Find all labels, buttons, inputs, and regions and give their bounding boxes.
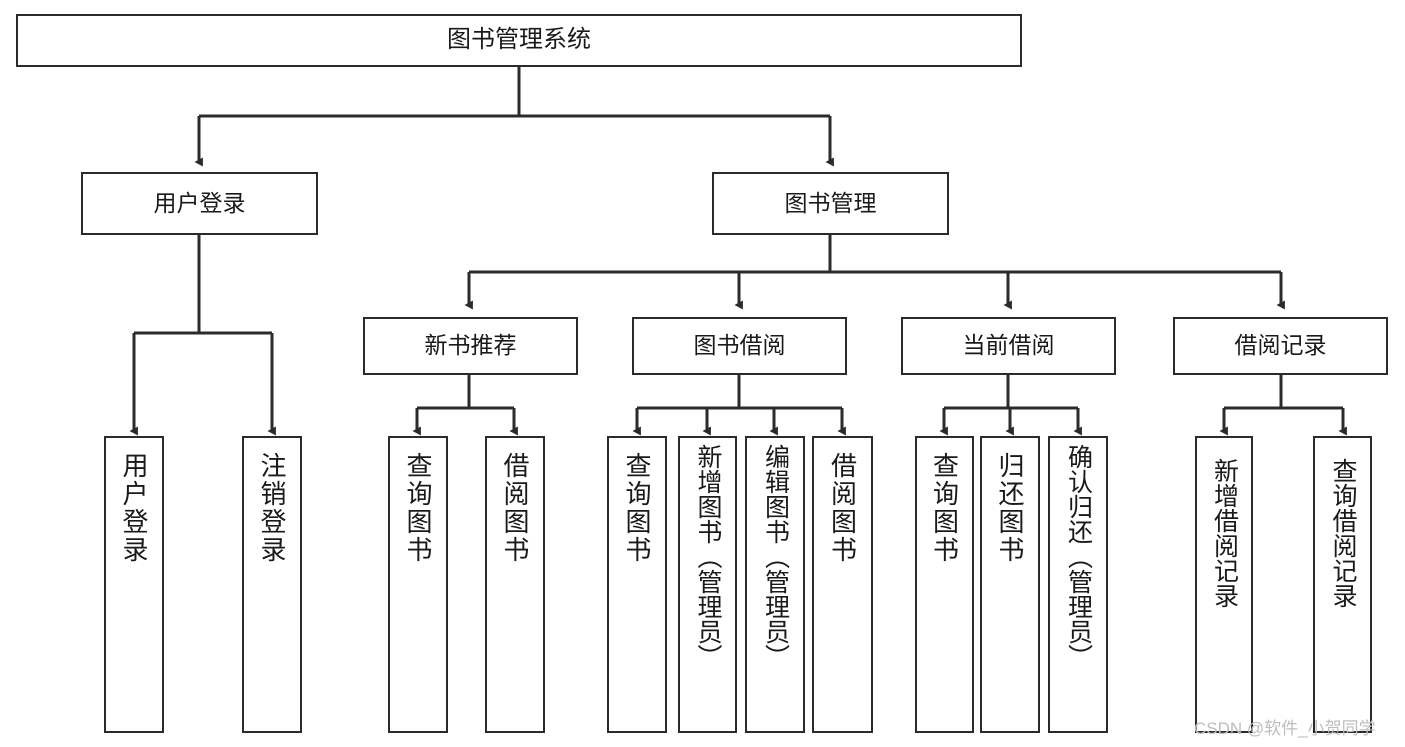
node-current-borrow[interactable]: 当前借阅 [901,317,1116,375]
node-user-login-label: 用户登录 [153,189,246,216]
node-leaf-return-book[interactable]: 归还图书 [980,436,1040,733]
node-borrow-record-label: 借阅记录 [1234,332,1327,359]
node-root-system[interactable]: 图书管理系统 [16,14,1022,67]
node-leaf-add-borrow-record[interactable]: 新增借阅记录 [1195,436,1253,733]
node-book-borrow[interactable]: 图书借阅 [632,317,847,375]
node-leaf-add-book-admin[interactable]: 新增图书（管理员） [678,436,737,733]
watermark-text: CSDN @软件_小贺同学 [1194,719,1376,738]
node-leaf-query-borrow-record-label: 查询借阅记录 [1329,458,1357,608]
node-borrow-record[interactable]: 借阅记录 [1173,317,1388,375]
node-leaf-query-book-recommend-label: 查询图书 [403,452,433,564]
node-leaf-query-borrow-record[interactable]: 查询借阅记录 [1313,436,1372,733]
node-user-login[interactable]: 用户登录 [81,172,318,235]
node-current-borrow-label: 当前借阅 [962,332,1055,359]
node-leaf-user-login[interactable]: 用户登录 [104,436,164,733]
node-leaf-borrow-book-recommend[interactable]: 借阅图书 [485,436,545,733]
node-leaf-edit-book-admin[interactable]: 编辑图书（管理员） [745,436,805,733]
node-leaf-query-book-current-label: 查询图书 [929,452,960,564]
node-leaf-edit-book-admin-label: 编辑图书（管理员） [761,444,790,669]
node-leaf-query-book-borrow-label: 查询图书 [622,452,652,564]
node-book-management[interactable]: 图书管理 [712,172,949,235]
node-leaf-query-book-recommend[interactable]: 查询图书 [388,436,448,733]
node-leaf-borrow-book-recommend-label: 借阅图书 [500,452,530,564]
node-new-book-recommend-label: 新书推荐 [424,332,517,359]
node-leaf-logout[interactable]: 注销登录 [242,436,302,733]
node-book-management-label: 图书管理 [784,189,877,216]
node-leaf-confirm-return-admin[interactable]: 确认归还（管理员） [1048,436,1108,733]
node-leaf-borrow-book[interactable]: 借阅图书 [812,436,873,733]
node-leaf-add-book-admin-label: 新增图书（管理员） [694,444,722,669]
node-leaf-query-book-current[interactable]: 查询图书 [915,436,974,733]
node-new-book-recommend[interactable]: 新书推荐 [363,317,578,375]
node-leaf-return-book-label: 归还图书 [995,452,1025,564]
node-leaf-query-book-borrow[interactable]: 查询图书 [607,436,667,733]
node-book-borrow-label: 图书借阅 [693,332,786,359]
node-leaf-logout-label: 注销登录 [257,452,287,564]
node-leaf-add-borrow-record-label: 新增借阅记录 [1210,458,1239,608]
node-leaf-user-login-label: 用户登录 [119,452,149,564]
node-root-system-label: 图书管理系统 [447,26,591,54]
node-leaf-confirm-return-admin-label: 确认归还（管理员） [1064,444,1093,669]
node-leaf-borrow-book-label: 借阅图书 [827,452,858,564]
